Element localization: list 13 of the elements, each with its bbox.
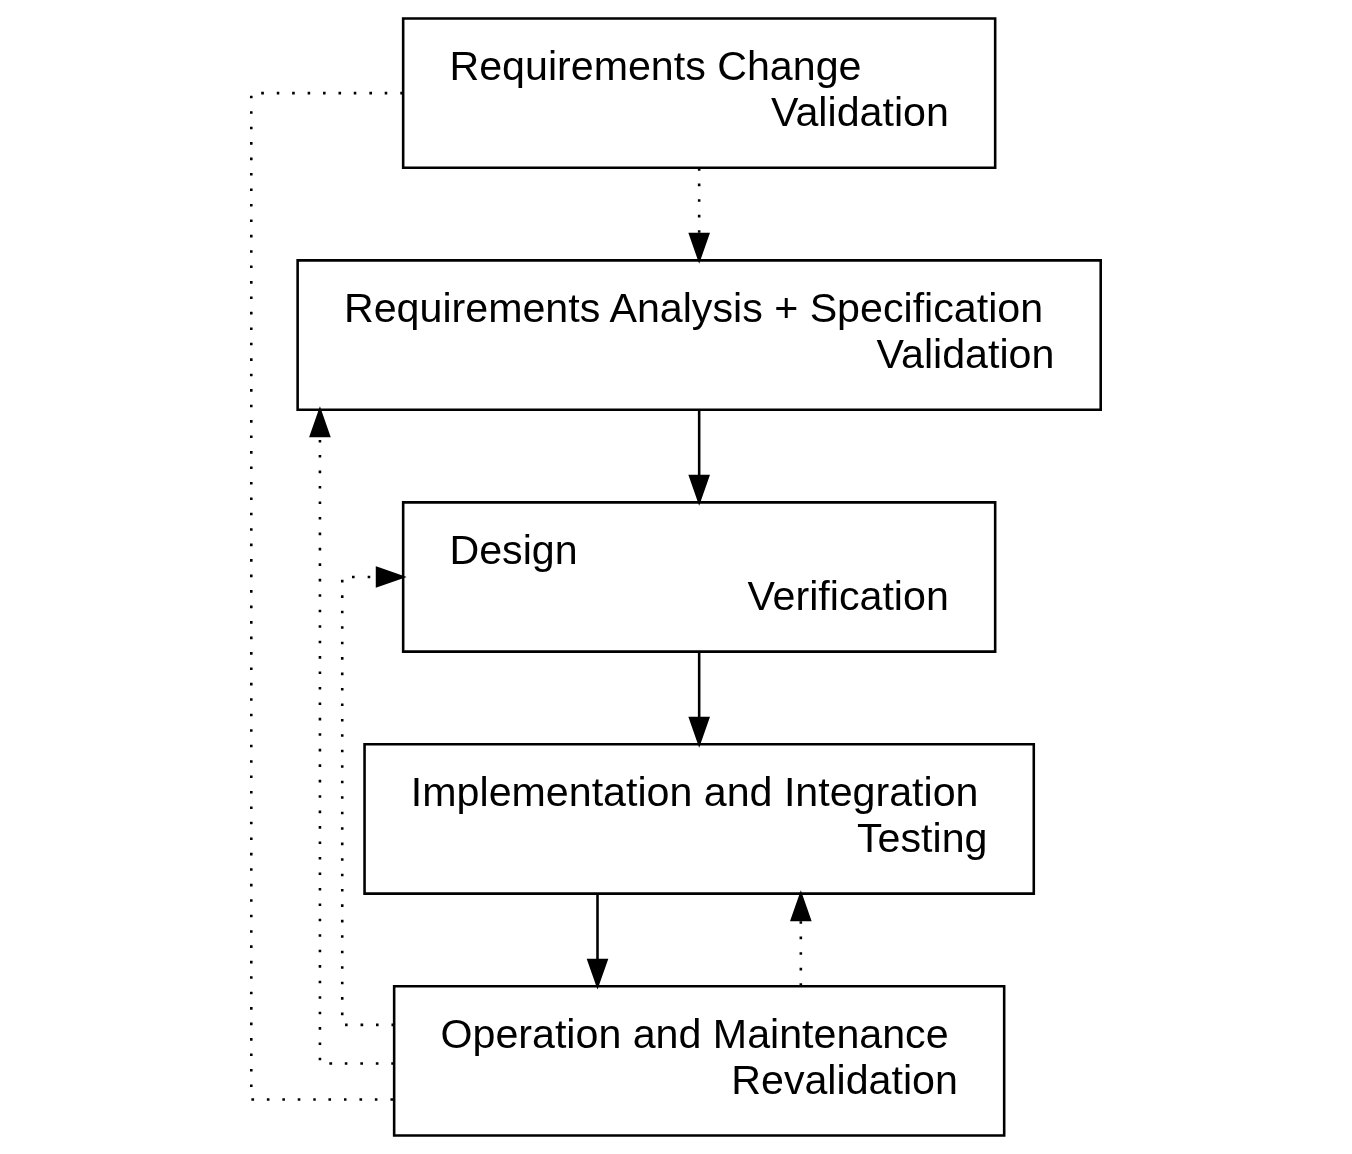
arrow <box>340 566 407 1027</box>
node-box: Operation and Maintenance Revalidation <box>392 984 1006 1137</box>
arrow <box>688 652 710 748</box>
arrow <box>688 168 710 264</box>
connector <box>250 91 403 1101</box>
node-box: Requirements Analysis + Specification Validation <box>296 259 1102 411</box>
arrow <box>586 894 609 990</box>
node-box: Requirements Change Validation <box>401 17 997 170</box>
node-box: Implementation and Integration Testing <box>363 743 1036 895</box>
arrow <box>790 890 812 986</box>
arrow <box>688 410 710 506</box>
arrow <box>309 406 394 1065</box>
node-box: Design Verification <box>401 501 997 653</box>
